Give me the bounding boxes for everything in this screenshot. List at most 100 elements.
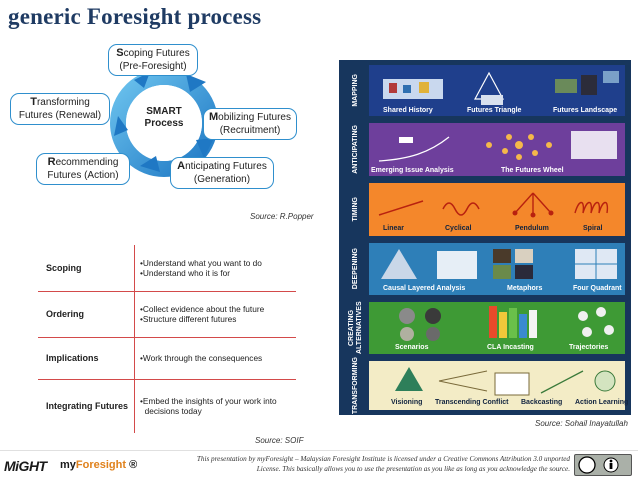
- cc-by-badge[interactable]: [574, 454, 632, 476]
- stage-anticipating: Anticipating Futures (Generation): [170, 157, 274, 189]
- row-content: •Understand what you want to do •Underst…: [134, 258, 296, 279]
- table-row: Ordering •Collect evidence about the fut…: [38, 291, 296, 337]
- band-side-label: DEEPENING: [352, 248, 359, 290]
- deepening-graphic: [381, 249, 617, 279]
- table-divider: [38, 291, 296, 292]
- band-side-label: ANTICIPATING: [352, 125, 359, 174]
- method-label: Shared History: [383, 107, 433, 114]
- band-area: Visioning Transcending Conflict Backcast…: [369, 361, 629, 410]
- stage-scoping: Scoping Futures (Pre-Foresight): [108, 44, 198, 76]
- band-side-label: TIMING: [352, 197, 359, 222]
- table-divider: [38, 379, 296, 380]
- method-label: Causal Layered Analysis: [383, 285, 466, 292]
- arrow-head: [140, 156, 160, 172]
- row-bullet: •Structure different futures: [140, 314, 237, 324]
- method-label: Visioning: [391, 399, 423, 406]
- band-deepening: DEEPENING Causal Layered Analysis Metaph…: [343, 241, 627, 297]
- method-label: Futures Triangle: [467, 107, 522, 114]
- band-area: Emerging Issue Analysis The Futures Whee…: [369, 123, 625, 176]
- arrow-head: [196, 138, 214, 158]
- band-area: Causal Layered Analysis Metaphors Four Q…: [369, 243, 625, 295]
- row-label: Implications: [46, 353, 99, 363]
- stage-initial: T: [30, 96, 37, 108]
- stage-initial: S: [116, 47, 124, 59]
- method-label: The Futures Wheel: [501, 167, 564, 174]
- logo-part: Foresight: [75, 459, 127, 471]
- method-label: Linear: [383, 225, 405, 232]
- method-label: Trajectories: [569, 344, 609, 351]
- band-timing: TIMING Linear Cyclical Pendulum Spiral: [343, 181, 627, 238]
- row-label: Integrating Futures: [46, 401, 129, 411]
- band-side-label: CREATING ALTERNATIVES: [348, 301, 363, 355]
- method-label: Cyclical: [445, 225, 472, 232]
- stage-recommending: Recommending Futures (Action): [36, 153, 130, 185]
- stage-transforming: Transforming Futures (Renewal): [10, 93, 110, 125]
- cc-icon: [578, 456, 619, 474]
- source-soif: Source: SOIF: [255, 436, 304, 445]
- method-label: Metaphors: [507, 285, 543, 292]
- stage-initial: R: [47, 156, 56, 168]
- stage-title: ecommending: [55, 157, 119, 168]
- method-label: Scenarios: [395, 344, 429, 351]
- stage-title: obilizing Futures: [218, 112, 291, 123]
- license-text: This presentation by myForesight – Malay…: [130, 455, 570, 474]
- stage-subtitle: (Recruitment): [219, 125, 281, 136]
- stage-subtitle: (Pre-Foresight): [119, 61, 187, 72]
- license-line: This presentation by myForesight – Malay…: [196, 455, 570, 463]
- method-label: Futures Landscape: [553, 107, 618, 114]
- row-bullet: •Work through the consequences: [140, 352, 263, 363]
- band-side: MAPPING: [343, 63, 369, 118]
- table-row: Integrating Futures •Embed the insights …: [38, 379, 296, 433]
- method-label: Spiral: [583, 225, 603, 232]
- band-side-label: TRANSFORMING: [352, 356, 359, 415]
- band-creating-alternatives: CREATING ALTERNATIVES Scenarios CLA Inca…: [343, 300, 627, 356]
- band-side: ANTICIPATING: [343, 121, 369, 178]
- method-label: Action Learning: [575, 399, 629, 406]
- smart-label-line: SMART: [146, 106, 182, 117]
- row-label: Scoping: [46, 263, 82, 273]
- band-area: Shared History Futures Triangle Futures …: [369, 65, 625, 116]
- smart-label-line: Process: [144, 118, 184, 129]
- alternatives-graphic: [399, 306, 614, 341]
- table-divider: [38, 337, 296, 338]
- table-row: Scoping •Understand what you want to do …: [38, 245, 296, 291]
- method-label: Backcasting: [521, 399, 563, 406]
- transforming-graphic: [395, 367, 616, 396]
- band-anticipating: ANTICIPATING Emerging Issue Analysis The…: [343, 121, 627, 178]
- band-side: CREATING ALTERNATIVES: [343, 300, 369, 356]
- smart-process-label: SMART Process: [136, 106, 192, 130]
- source-inayatullah: Source: Sohail Inayatullah: [535, 419, 628, 428]
- row-bullet: •Understand what you want to do: [140, 257, 262, 268]
- row-label: Ordering: [46, 309, 85, 319]
- stage-title: coping Futures: [123, 48, 190, 59]
- mapping-graphic: [383, 71, 619, 105]
- arrow-head: [114, 116, 128, 136]
- futures-methods-panel: MAPPING Shared History Futures Triangle …: [339, 60, 631, 415]
- band-side: TRANSFORMING: [343, 356, 369, 415]
- myforesight-logo: myForesight ®: [60, 459, 137, 471]
- cycle-center: [126, 85, 202, 161]
- arrow-head: [134, 72, 150, 88]
- method-label: Four Quadrant: [573, 285, 622, 292]
- logo-part: my: [60, 459, 76, 471]
- stage-subtitle: (Generation): [193, 174, 251, 185]
- stage-subtitle: Futures (Action): [47, 170, 119, 181]
- stage-initial: A: [177, 160, 186, 172]
- method-label: Pendulum: [515, 225, 549, 232]
- registered-mark: ®: [129, 459, 138, 471]
- page-title: generic Foresight process: [8, 4, 262, 29]
- arrow-head: [186, 74, 206, 92]
- stage-title: nticipating Futures: [185, 161, 267, 172]
- table-row: Implications •Work through the consequen…: [38, 337, 296, 379]
- foresight-steps-table: Scoping •Understand what you want to do …: [38, 245, 296, 433]
- license-line: License. This basically allows you to us…: [256, 464, 570, 473]
- footer: [0, 450, 638, 478]
- stage-initial: M: [209, 111, 219, 123]
- method-label: Emerging Issue Analysis: [371, 167, 454, 174]
- row-content: •Embed the insights of your work into de…: [134, 396, 296, 417]
- band-side: DEEPENING: [343, 241, 369, 297]
- row-bullet: •Collect evidence about the future: [140, 303, 265, 314]
- band-side-label: MAPPING: [352, 74, 359, 107]
- row-content: •Work through the consequences: [134, 353, 296, 364]
- row-bullet: decisions today: [140, 406, 202, 416]
